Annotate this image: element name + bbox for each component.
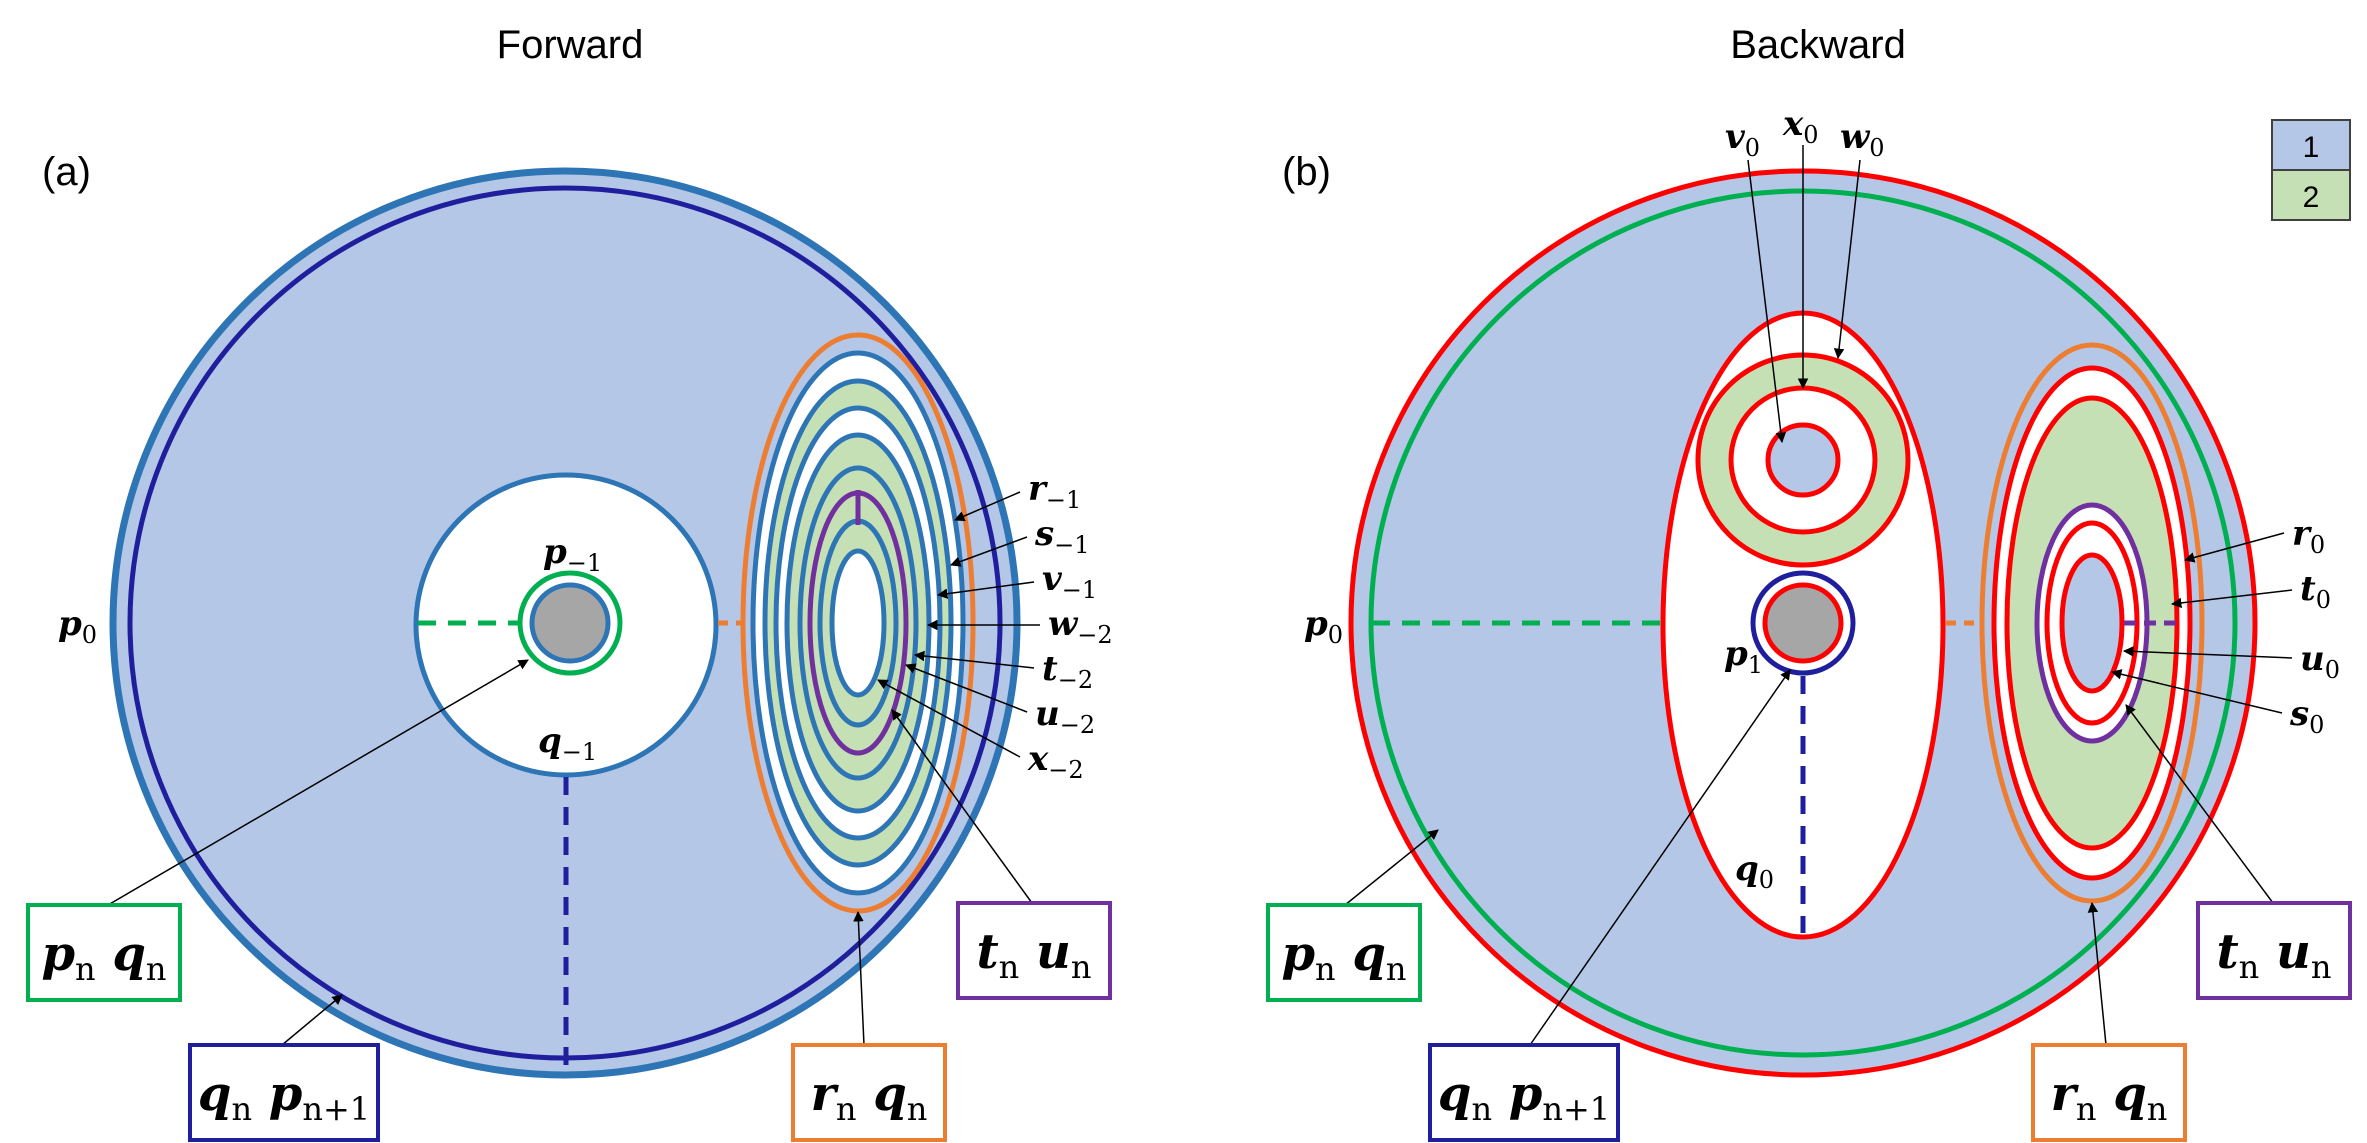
title-forward: Forward [497, 23, 644, 67]
arrow-u-minus2 [905, 663, 1028, 713]
box-pq-forward [26, 903, 182, 1002]
arrow-r-minus1 [954, 491, 1021, 522]
arrow-box-rq-backward [2087, 901, 2107, 1046]
label-t0: t0 [2300, 569, 2331, 614]
label-t-minus2: t−2 [1042, 649, 1093, 694]
arrow-box-pq-backward [1344, 829, 1439, 906]
box-pq-forward-text: pn qn [41, 926, 166, 988]
arrow-r0 [2183, 532, 2285, 563]
arrow-w0 [1833, 159, 1861, 360]
box-tu-backward-text: tn un [2217, 924, 2332, 986]
legend: 1 2 [2271, 119, 2351, 221]
box-tu-backward [2196, 901, 2352, 1000]
label-r-minus1: r−1 [1028, 469, 1081, 514]
label-s-minus1: s−1 [1034, 514, 1090, 559]
arrow-box-qp-forward [281, 994, 343, 1046]
box-rq-forward-text: rn qn [811, 1066, 928, 1128]
backward-core [1762, 582, 1844, 664]
panel-label-a: (a) [42, 150, 91, 194]
label-u-minus2: u−2 [1035, 694, 1095, 739]
arrow-v-minus1 [936, 581, 1035, 599]
panel-label-b: (b) [1282, 150, 1331, 194]
arrow-s0 [2110, 669, 2283, 714]
arrow-box-rq-forward [853, 910, 865, 1046]
legend-label-1: 1 [2303, 131, 2320, 164]
label-r0: r0 [2292, 514, 2325, 559]
label-v-minus1: v−1 [1042, 559, 1097, 604]
title-backward: Backward [1730, 23, 1906, 67]
label-x0: x0 [1782, 104, 1819, 149]
box-tu-forward-text: tn un [977, 924, 1092, 986]
backward-annulus-hole [1765, 422, 1841, 498]
box-pq-backward [1266, 903, 1422, 1002]
label-w-minus2: w−2 [1048, 604, 1113, 649]
label-p-minus1: p−1 [543, 532, 602, 577]
label-p1-backward: p1 [1724, 634, 1763, 679]
arrow-v0 [1747, 159, 1787, 444]
box-rq-backward [2031, 1043, 2187, 1142]
label-x-minus2: x−2 [1027, 739, 1084, 784]
forward-diagram: p0 p−1 q−1 r−1 s−1 v−1 w−2 t−2 u−2 x−2 p… [26, 167, 1113, 1142]
box-qp-backward [1428, 1043, 1620, 1142]
backward-diagram: p0 p1 q0 v0 x0 w0 r0 t0 u0 s0 pn qn qn p… [1266, 104, 2352, 1142]
legend-swatch-2 [2271, 169, 2351, 221]
label-p0-forward: p0 [58, 604, 97, 649]
arrow-box-pq-forward [107, 659, 529, 906]
forward-core [529, 582, 611, 664]
arrow-box-tu-forward [891, 709, 1033, 904]
arrow-t-minus2 [913, 650, 1035, 669]
arrow-box-tu-backward [2125, 704, 2274, 904]
box-qp-forward-text: qn pn+1 [198, 1066, 370, 1128]
legend-swatch-1 [2271, 119, 2351, 171]
box-tu-forward [956, 901, 1112, 1000]
label-w0: w0 [1840, 117, 1885, 162]
label-s0: s0 [2289, 694, 2324, 739]
label-q-minus1: q−1 [538, 721, 597, 766]
legend-label-2: 2 [2303, 181, 2320, 214]
box-qp-forward [188, 1043, 380, 1142]
backward-ellipse-u [2059, 552, 2125, 694]
box-rq-backward-text: rn qn [2051, 1066, 2168, 1128]
arrow-box-qp-backward [1529, 669, 1791, 1046]
box-rq-forward [791, 1043, 947, 1142]
arrow-x-minus2 [877, 679, 1021, 758]
label-p0-backward: p0 [1304, 604, 1343, 649]
arrow-t0 [2170, 589, 2293, 609]
arrow-u0 [2122, 646, 2293, 659]
label-v0: v0 [1725, 117, 1760, 162]
box-qp-backward-text: qn pn+1 [1438, 1066, 1610, 1128]
forward-ellipse-x [829, 548, 887, 698]
box-pq-backward-text: pn qn [1281, 926, 1406, 988]
label-u0: u0 [2300, 639, 2340, 684]
label-q0-backward: q0 [1735, 849, 1774, 894]
arrow-s-minus1 [950, 536, 1028, 567]
